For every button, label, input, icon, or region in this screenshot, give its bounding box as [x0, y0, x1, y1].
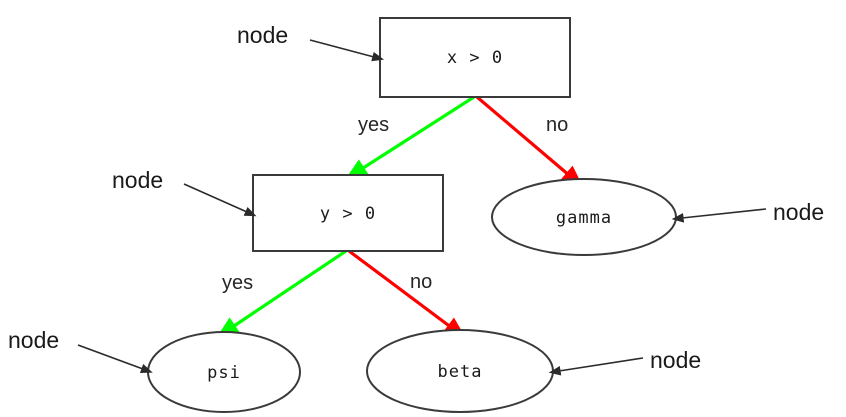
- node-inner-label: y > 0: [320, 204, 376, 224]
- node-root[interactable]: x > 0: [379, 17, 571, 98]
- node-gamma-label: gamma: [556, 208, 612, 228]
- edge-label-root-no: no: [546, 114, 568, 136]
- node-beta[interactable]: beta: [366, 329, 554, 413]
- node-gamma[interactable]: gamma: [491, 178, 677, 256]
- callout-inner-line: [183, 183, 257, 217]
- edge-label-inner-yes: yes: [222, 272, 253, 294]
- callout-beta-line: [548, 357, 644, 376]
- edge-inner-no-line: [348, 249, 467, 339]
- node-psi[interactable]: psi: [147, 331, 301, 413]
- edge-label-inner-no: no: [410, 271, 432, 293]
- node-inner-shape: [252, 174, 444, 252]
- node-beta-label: beta: [438, 362, 483, 382]
- callout-inner-label: node: [112, 167, 163, 193]
- node-root-label: x > 0: [447, 48, 503, 68]
- node-psi-label: psi: [207, 363, 241, 383]
- callout-beta: node: [548, 347, 701, 376]
- callout-gamma-label: node: [773, 199, 824, 225]
- callout-inner: node: [112, 167, 257, 217]
- callout-psi-label: node: [8, 327, 59, 353]
- edge-root-yes-line: [345, 95, 475, 180]
- callout-psi: node: [8, 327, 153, 373]
- callout-beta-label: node: [650, 347, 701, 373]
- callout-root-line: [309, 39, 385, 62]
- edge-root-no: no: [475, 95, 584, 188]
- callout-root: node: [237, 22, 385, 62]
- edge-inner-no: no: [348, 249, 467, 339]
- edge-root-no-line: [475, 95, 584, 188]
- edge-label-root-yes: yes: [358, 114, 389, 136]
- edge-root-yes: yes: [345, 95, 475, 180]
- edge-inner-yes: yes: [216, 249, 347, 338]
- callout-psi-line: [77, 344, 153, 373]
- callout-gamma-line: [671, 208, 767, 223]
- node-inner[interactable]: y > 0: [252, 174, 444, 252]
- callout-gamma: node: [671, 199, 824, 225]
- callout-root-label: node: [237, 22, 288, 48]
- edge-inner-yes-line: [216, 249, 347, 338]
